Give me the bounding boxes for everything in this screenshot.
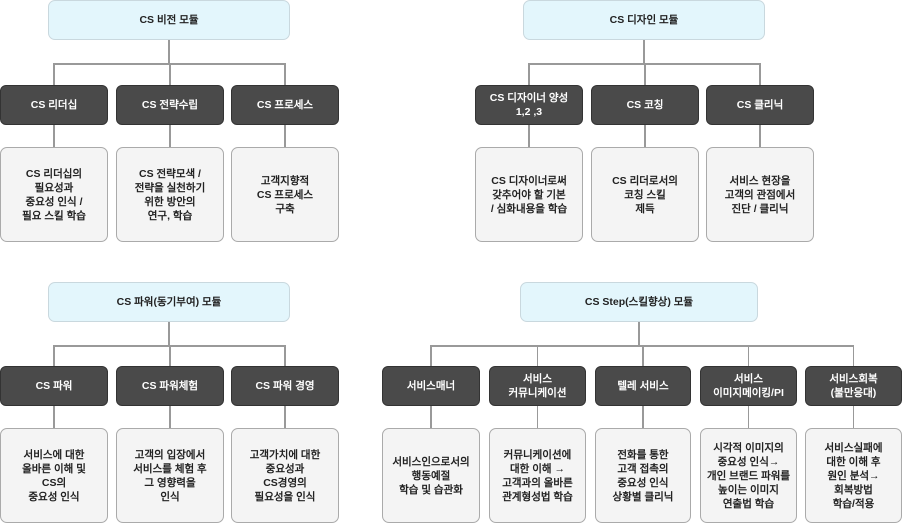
module-item-description: 고객가치에 대한 중요성과 CS경영의 필요성을 인식 [231, 428, 339, 523]
connector-line [169, 63, 171, 85]
connector-line [53, 63, 55, 85]
connector-line [852, 406, 855, 428]
module-item-label: 서비스 커뮤니케이션 [489, 366, 586, 406]
module-item-label: CS 전략수립 [116, 85, 224, 125]
module-item-description: 커뮤니케이션에 대한 이해 → 고객과의 올바른 관계형성법 학습 [489, 428, 586, 523]
module-item-label: CS 리더십 [0, 85, 108, 125]
connector-line [528, 63, 530, 85]
connector-line [642, 345, 644, 366]
module-item-description: 서비스에 대한 올바른 이해 및 CS의 중요성 인식 [0, 428, 108, 523]
connector-line [528, 125, 530, 147]
connector-line [747, 406, 750, 428]
connector-line [169, 345, 171, 366]
module-item-label: CS 파워 경영 [231, 366, 339, 406]
module-item-label: 서비스회복 (불만응대) [805, 366, 902, 406]
module-item-label: CS 파워 [0, 366, 108, 406]
connector-line [430, 406, 432, 428]
connector-line [284, 406, 286, 428]
connector-line [852, 345, 855, 366]
module-item-description: 서비스실패에 대한 이해 후 원인 분석→ 회복방법 학습/적용 [805, 428, 902, 523]
connector-line [169, 406, 171, 428]
module-title-1: CS 비전 모듈 [48, 0, 290, 40]
connector-line [284, 63, 286, 85]
module-item-label: CS 디자이너 양성 1,2 ,3 [475, 85, 583, 125]
module-item-label: 텔레 서비스 [595, 366, 691, 406]
connector-line [747, 345, 750, 366]
module-title-4: CS Step(스킬향상) 모듈 [520, 282, 758, 322]
module-item-description: CS 디자이너로써 갖추어야 할 기본 / 심화내용을 학습 [475, 147, 583, 242]
module-item-label: CS 프로세스 [231, 85, 339, 125]
module-item-description: CS 전략모색 / 전략을 실천하기 위한 방안의 연구, 학습 [116, 147, 224, 242]
connector-line [638, 322, 640, 345]
connector-line [643, 40, 645, 63]
connector-line [168, 40, 170, 63]
connector-line [284, 125, 286, 147]
module-item-label: CS 코칭 [591, 85, 699, 125]
module-item-description: 고객의 입장에서 서비스를 체험 후 그 영향력을 인식 [116, 428, 224, 523]
connector-line [169, 125, 171, 147]
module-title-3: CS 파워(동기부여) 모듈 [48, 282, 290, 322]
connector-line [759, 125, 761, 147]
module-item-description: CS 리더로서의 코칭 스킬 제득 [591, 147, 699, 242]
module-item-label: 서비스매너 [382, 366, 480, 406]
connector-line [284, 345, 286, 366]
module-title-2: CS 디자인 모듈 [523, 0, 765, 40]
module-item-description: 시각적 이미지의 중요성 인식→ 개인 브랜드 파워를 높이는 이미지 연출법 … [700, 428, 797, 523]
module-item-label: CS 파워체험 [116, 366, 224, 406]
connector-line [536, 406, 539, 428]
module-item-label: CS 클리닉 [706, 85, 814, 125]
connector-line [536, 345, 539, 366]
connector-line [53, 125, 55, 147]
connector-line [53, 406, 55, 428]
connector-line [644, 125, 646, 147]
module-item-label: 서비스 이미지메이킹/PI [700, 366, 797, 406]
module-item-description: 전화를 통한 고객 접촉의 중요성 인식 상황별 클리닉 [595, 428, 691, 523]
connector-line [642, 406, 644, 428]
module-item-description: 서비스인으로서의 행동예절 학습 및 습관화 [382, 428, 480, 523]
connector-line [430, 345, 432, 366]
module-item-description: 서비스 현장을 고객의 관점에서 진단 / 클리닉 [706, 147, 814, 242]
module-item-description: CS 리더십의 필요성과 중요성 인식 / 필요 스킬 학습 [0, 147, 108, 242]
connector-line [759, 63, 761, 85]
connector-line [53, 345, 55, 366]
connector-line [168, 322, 170, 345]
connector-line [644, 63, 646, 85]
module-item-description: 고객지향적 CS 프로세스 구축 [231, 147, 339, 242]
